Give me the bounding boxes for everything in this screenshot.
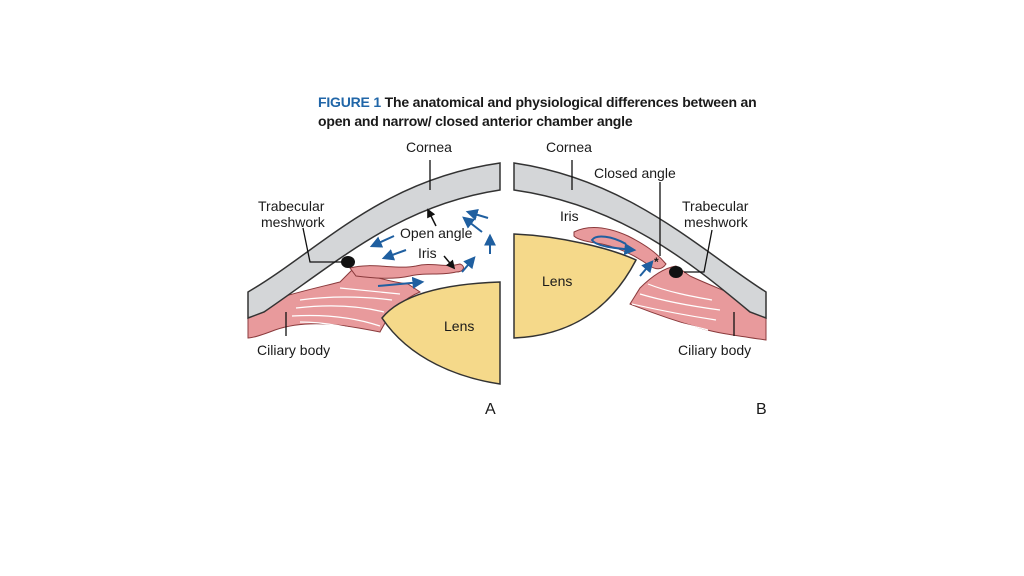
- panel-b-cornea: [513, 162, 767, 320]
- panel-a-iris: [349, 263, 464, 279]
- figure-title-line2: open and narrow/ closed anterior chamber…: [318, 113, 633, 129]
- panel-a-iris-label: Iris: [418, 245, 437, 261]
- panel-b-trabecular-leader: [684, 229, 713, 273]
- figure-title-line1: The anatomical and physiological differe…: [384, 94, 757, 110]
- panel-b-trabecular-meshwork: [669, 266, 683, 278]
- panel-a-open-angle-arrow: [427, 208, 437, 227]
- panel-a-ciliary-label: Ciliary body: [257, 342, 330, 358]
- panel-b-ciliary-label: Ciliary body: [678, 342, 751, 358]
- panel-a: Cornea Trabecular meshwork Open angle Ir…: [247, 139, 501, 418]
- panel-a-cornea-label: Cornea: [406, 139, 452, 155]
- panel-a-letter: A: [485, 401, 496, 418]
- panel-b-trabecular-label-1: Trabecular: [682, 198, 749, 214]
- panel-a-lens: [381, 281, 501, 385]
- panel-a-iris-arrow: [443, 255, 456, 270]
- panel-b-trabecular-label-2: meshwork: [684, 214, 749, 230]
- panel-b: * Cornea Closed angle Iris Trabecular me…: [513, 139, 767, 418]
- panel-b-ciliary-body: [629, 265, 767, 341]
- panel-b-letter: B: [756, 401, 767, 418]
- panel-a-flow-arrows: [369, 209, 496, 289]
- panel-b-flow-arrows: [590, 235, 654, 277]
- panel-a-cornea: [247, 162, 501, 320]
- panel-b-lens: [513, 233, 638, 339]
- panel-a-trabecular-leader: [302, 227, 342, 263]
- panel-b-zonule-fibers: [627, 283, 721, 331]
- panel-a-trabecular-label-1: Trabecular: [258, 198, 325, 214]
- figure-label: FIGURE 1: [318, 94, 381, 110]
- panel-a-trabecular-meshwork: [341, 256, 355, 268]
- panel-b-lens-label: Lens: [542, 273, 572, 289]
- figure-title: FIGURE 1 The anatomical and physiologica…: [318, 93, 788, 131]
- panel-b-iris-label: Iris: [560, 208, 579, 224]
- panel-b-closed-angle-label: Closed angle: [594, 165, 676, 181]
- panel-a-open-angle-label: Open angle: [400, 225, 473, 241]
- panel-a-lens-label: Lens: [444, 318, 474, 334]
- panel-b-cornea-label: Cornea: [546, 139, 592, 155]
- panel-b-star: *: [654, 255, 659, 269]
- panel-a-zonule-fibers: [291, 287, 401, 337]
- panel-a-trabecular-label-2: meshwork: [261, 214, 326, 230]
